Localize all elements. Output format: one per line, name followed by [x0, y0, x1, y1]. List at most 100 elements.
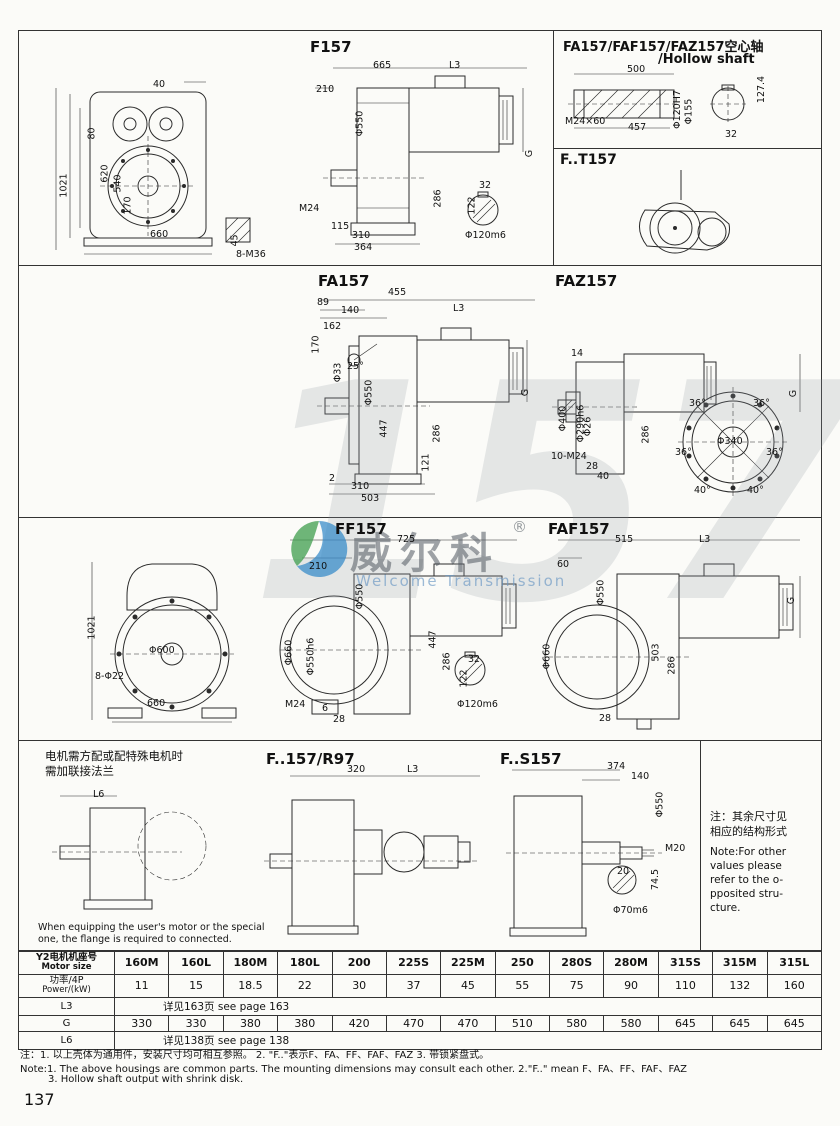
table-cell: 315M: [712, 951, 768, 975]
dim-label: L3: [699, 534, 711, 545]
table-header: G: [18, 1014, 115, 1032]
dim-label: L3: [449, 60, 461, 71]
table-cell: 160M: [113, 951, 170, 975]
dim-label: Φ400: [557, 405, 569, 432]
dim-label: 286: [640, 425, 652, 444]
dim-label: 25°: [347, 361, 364, 372]
dim-label: 1021: [86, 615, 98, 640]
flange-note-zh-line1: 电机需方配或配特殊电机时: [45, 749, 183, 763]
faz157-drawing: [552, 353, 801, 497]
dim-label: L6: [93, 789, 105, 800]
dim-label: 170: [310, 335, 322, 354]
dim-label: 457: [628, 122, 647, 133]
table-cell: 470: [385, 1014, 442, 1032]
page-number: 137: [24, 1090, 55, 1109]
dim-label: 122: [466, 196, 478, 215]
front-circle-view-drawing: [91, 562, 237, 723]
dim-label: 89: [317, 297, 330, 308]
table-cell: 225M: [440, 951, 496, 975]
dim-label: Φ155: [683, 98, 695, 125]
footnote-en-line2: 3. Hollow shaft output with shrink disk.: [48, 1074, 244, 1085]
dim-label: 36°: [689, 398, 706, 409]
drawing-title-hollow-shaft: FA157/FAF157/FAZ157空心轴: [563, 40, 764, 55]
table-cell: 55: [494, 973, 551, 998]
dim-label: L3: [453, 303, 465, 314]
table-cell: 详见163页 see page 163: [114, 996, 822, 1016]
table-cell: 470: [440, 1014, 496, 1032]
dim-label: Φ660: [283, 639, 295, 666]
dim-label: Φ550: [354, 110, 366, 137]
table-cell: 180L: [277, 951, 333, 975]
dim-label: 665: [373, 60, 392, 71]
drawing-title-faf157: FAF157: [548, 520, 610, 538]
dim-label: 515: [615, 534, 634, 545]
dim-label: 210: [309, 561, 328, 572]
flange-option-drawing: [52, 795, 207, 910]
dim-label: 374: [607, 761, 626, 772]
dim-label: 286: [431, 424, 443, 443]
dim-label: 8-M36: [236, 249, 266, 260]
table-cell: 22: [277, 973, 333, 998]
table-cell: 30: [331, 973, 387, 998]
table-cell: 225S: [385, 951, 442, 975]
dim-label: Φ550h6: [305, 637, 317, 676]
table-cell: 180M: [222, 951, 279, 975]
table-cell: 330: [168, 1014, 224, 1032]
table-cell: 75: [548, 973, 605, 998]
dim-label: Φ550: [354, 583, 366, 610]
dim-label: 122: [458, 669, 470, 688]
faf157-drawing: [544, 539, 801, 730]
dim-label: 74.5: [650, 868, 662, 891]
table-cell: 420: [331, 1014, 387, 1032]
table-cell: 45: [440, 973, 496, 998]
dim-label: 540: [112, 174, 124, 193]
dim-label: 40: [153, 79, 166, 90]
table-cell: 330: [113, 1014, 170, 1032]
side-note-en-line2: values please: [710, 860, 782, 872]
footnote-en-line1: Note:1. The above housings are common pa…: [20, 1064, 688, 1075]
table-cell: 200: [331, 951, 387, 975]
dim-label: G: [788, 389, 800, 398]
dim-label: 45: [229, 234, 241, 247]
page-frame: [18, 30, 822, 951]
drawing-title-ff157: FF157: [335, 520, 387, 538]
fr97-drawing: [264, 775, 480, 935]
dim-label: 620: [99, 164, 111, 183]
dim-label: M24: [299, 203, 320, 214]
ff157-drawing: [279, 539, 517, 715]
drawing-title-fr97: F..157/R97: [266, 750, 355, 768]
table-cell: 250: [494, 951, 551, 975]
dim-label: 28: [599, 713, 612, 724]
table-cell: 110: [657, 973, 714, 998]
fs157-drawing: [506, 769, 662, 937]
drawing-title-fs157: F..S157: [500, 750, 562, 768]
divider: [18, 517, 822, 518]
side-note-zh-line1: 注：其余尺寸见: [710, 810, 787, 823]
dim-label: Φ550: [363, 379, 375, 406]
side-note-en-line1: Note:For other: [710, 846, 787, 858]
dim-label: Φ33: [332, 362, 344, 383]
dim-label: Φ340: [717, 436, 743, 447]
dim-label: 80: [86, 127, 98, 140]
table-cell: 37: [385, 973, 442, 998]
dim-label: Φ550: [595, 579, 607, 606]
table-cell: 380: [277, 1014, 333, 1032]
dim-label: 2: [329, 473, 336, 484]
drawing-title-faz157: FAZ157: [555, 272, 618, 290]
divider: [700, 740, 701, 951]
front-view-drawing: [55, 81, 251, 255]
dim-label: 36°: [766, 447, 783, 458]
f157-side-view-drawing: [315, 67, 527, 245]
dim-label: 140: [341, 305, 360, 316]
footnote-zh: 注：1. 以上壳体为通用件，安装尺寸均可相互参照。 2. "F.."表示F、FA…: [20, 1050, 490, 1061]
dim-label: 162: [323, 321, 342, 332]
table-cell: 380: [222, 1014, 279, 1032]
table-cell: 280M: [603, 951, 659, 975]
divider: [18, 265, 822, 266]
dim-label: 286: [441, 652, 453, 671]
dim-label: 6: [322, 703, 329, 714]
